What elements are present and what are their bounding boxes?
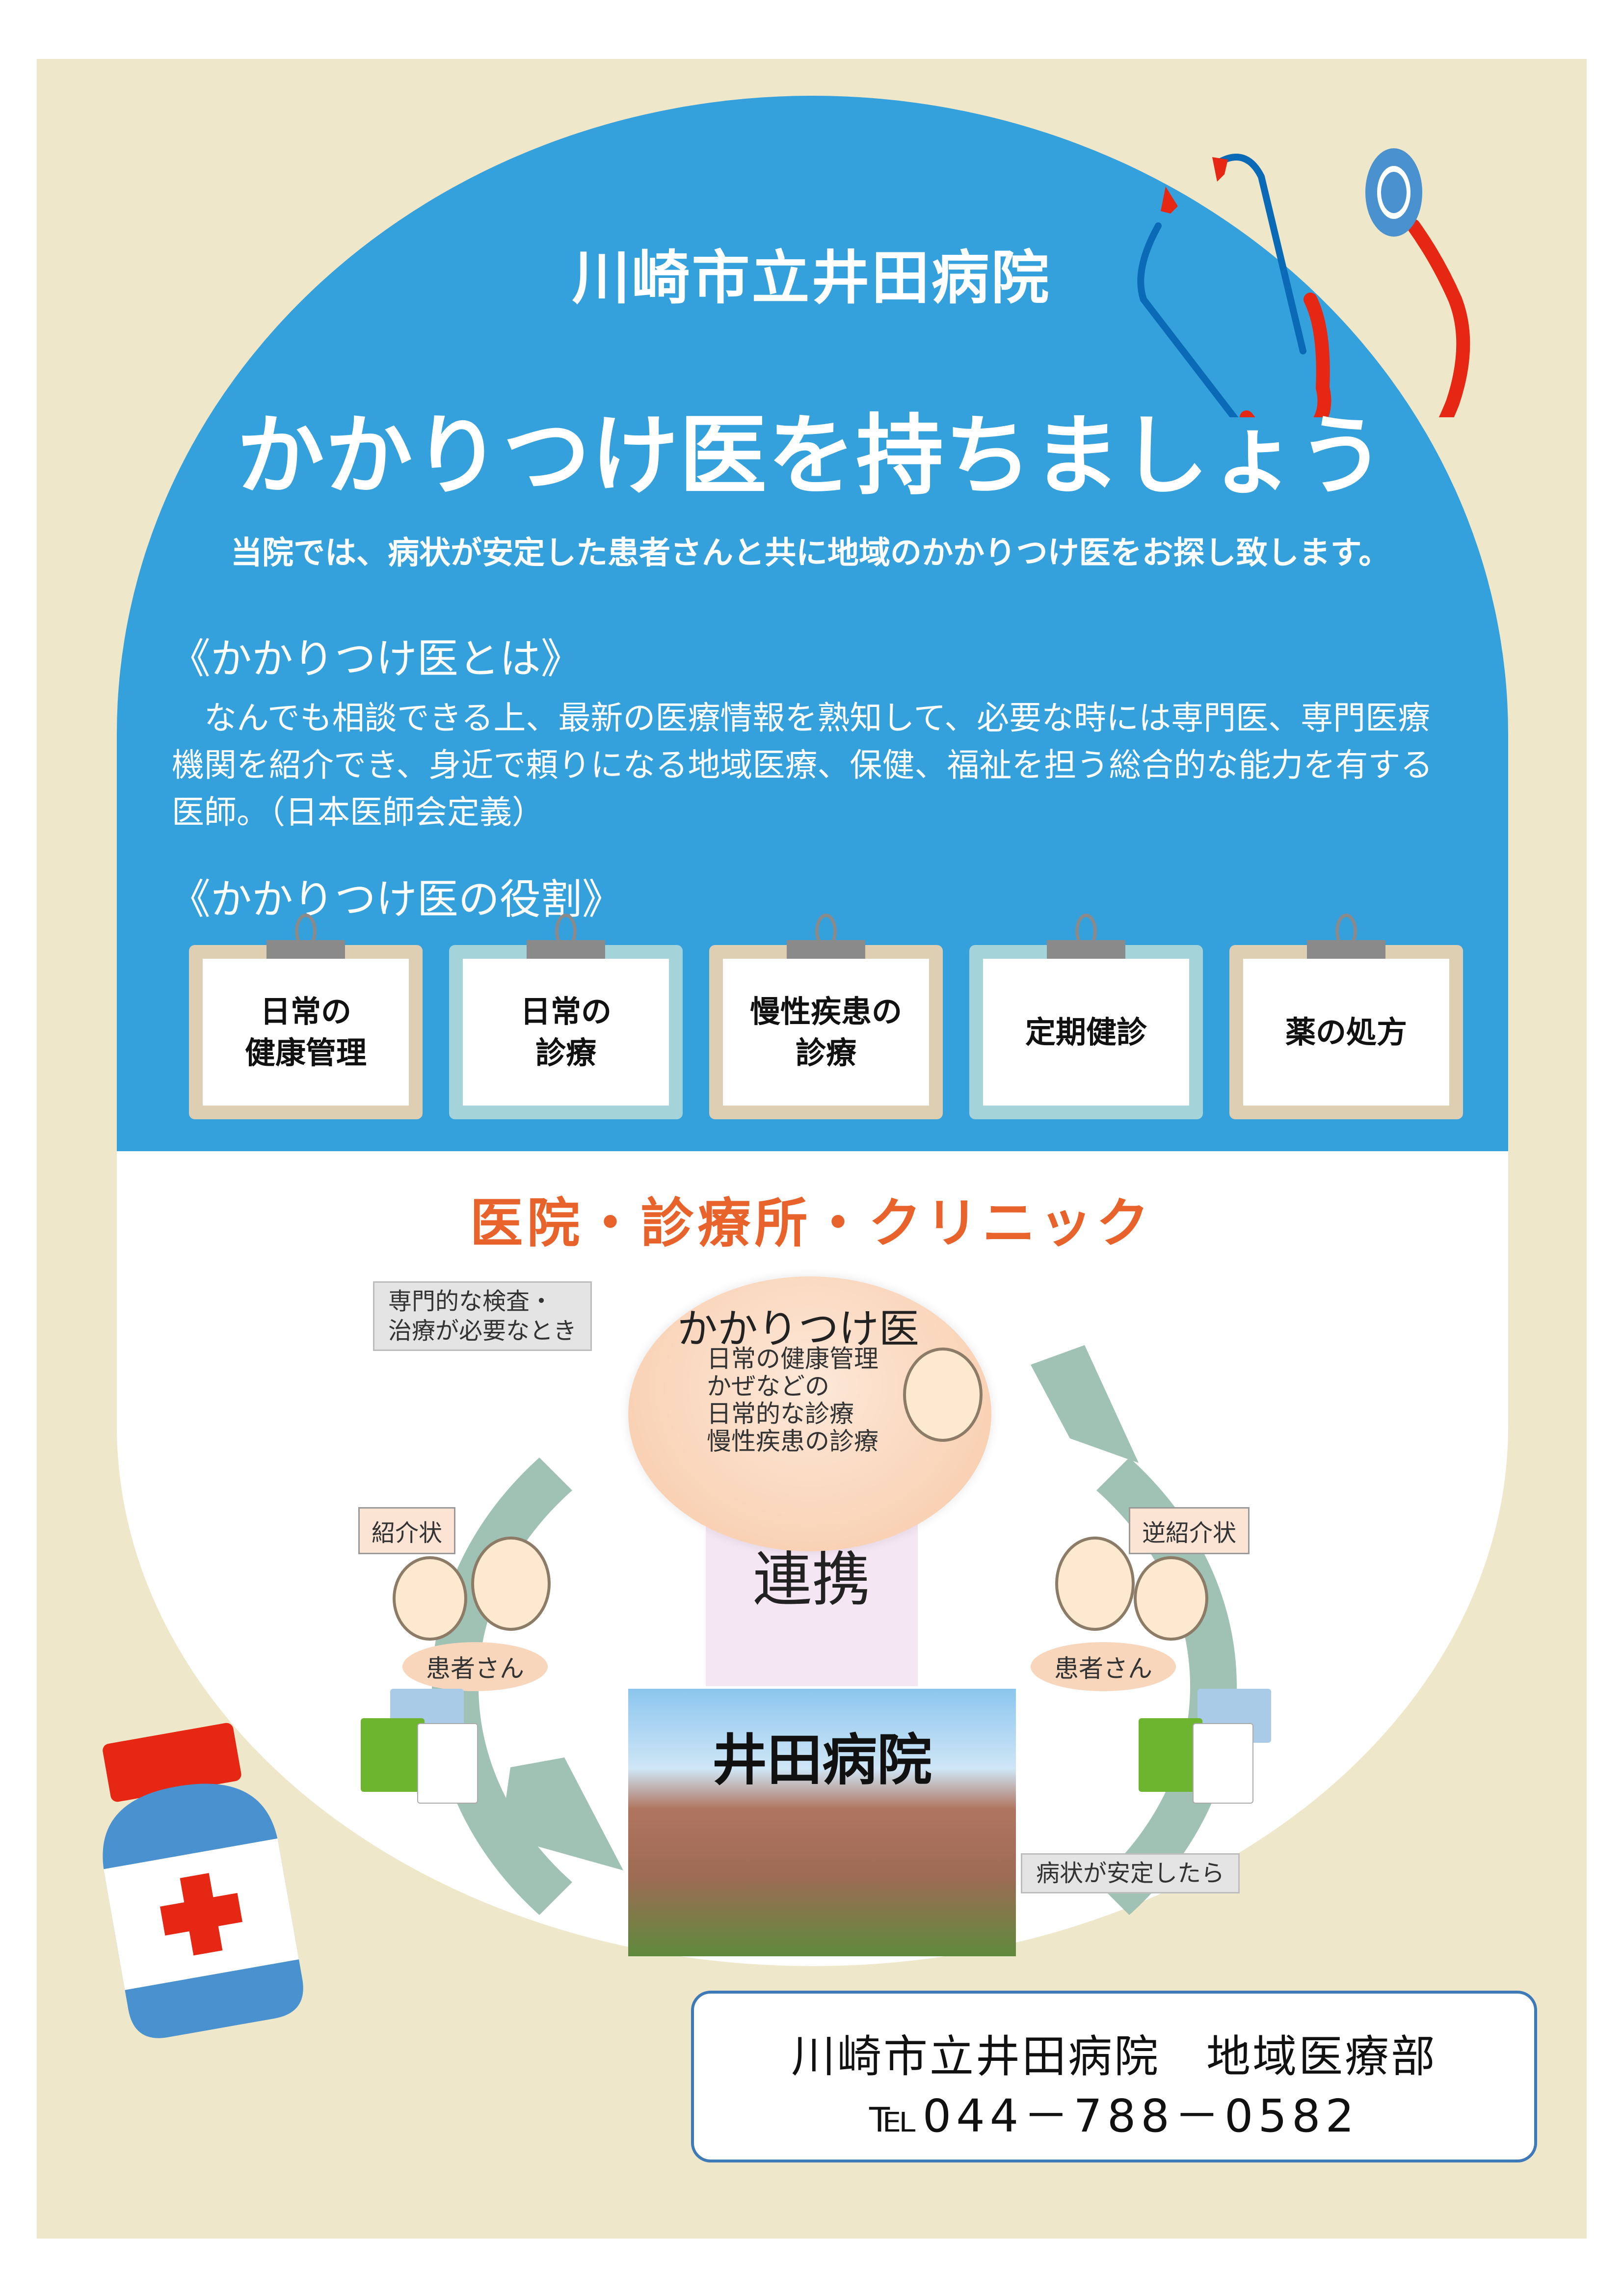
role-card-daily-care: 日常の診療 xyxy=(449,914,683,1119)
stethoscope-icon xyxy=(1137,148,1470,417)
patient-label-right: 患者さん xyxy=(1031,1642,1176,1691)
patient-card-icon xyxy=(1193,1723,1253,1804)
role-card-prescription: 薬の処方 xyxy=(1229,914,1463,1119)
arrow-up-right-icon xyxy=(1031,1345,1139,1463)
patient-woman-illustration xyxy=(1134,1556,1208,1641)
collaboration-label: 連携 xyxy=(753,1546,871,1614)
gp-line: かぜなどの xyxy=(707,1372,829,1401)
role-label: 健康管理 xyxy=(244,1034,367,1071)
specialist-note-line: 治療が必要なとき xyxy=(388,1317,577,1345)
patient-woman-illustration xyxy=(393,1556,467,1641)
role-label: 診療 xyxy=(795,1034,856,1071)
role-label: 薬の処方 xyxy=(1285,1014,1407,1050)
subtitle: 当院では、病状が安定した患者さんと共に地域のかかりつけ医をお探し致します。 xyxy=(231,535,1390,571)
patient-man-illustration xyxy=(471,1537,551,1631)
role-card-checkup: 定期健診 xyxy=(969,914,1203,1119)
gp-line: 日常の健康管理 xyxy=(707,1345,878,1373)
hospital-name: 川崎市立井田病院 xyxy=(572,244,1051,312)
patient-man-illustration xyxy=(1055,1537,1135,1631)
contact-phone[interactable]: ℡044－788－0582 xyxy=(869,2090,1359,2142)
contact-department: 川崎市立井田病院 地域医療部 xyxy=(791,2031,1437,2082)
definition-heading: 《かかりつけ医とは》 xyxy=(169,635,582,683)
medication-notebook-icon xyxy=(1139,1718,1202,1792)
role-card-chronic-care: 慢性疾患の診療 xyxy=(709,914,943,1119)
gp-description: 日常の健康管理 かぜなどの 日常的な診療 慢性疾患の診療 xyxy=(707,1345,878,1455)
patient-label-left: 患者さん xyxy=(402,1642,548,1691)
medication-notebook-icon xyxy=(361,1718,425,1792)
role-label: 日常の xyxy=(260,993,351,1029)
doctor-illustration xyxy=(903,1348,983,1442)
gp-title: かかりつけ医 xyxy=(677,1306,919,1352)
contact-box: 川崎市立井田病院 地域医療部 ℡044－788－0582 xyxy=(691,1991,1537,2162)
stable-condition-note: 病状が安定したら xyxy=(1021,1853,1240,1893)
role-label: 診療 xyxy=(535,1034,596,1071)
reverse-referral-label: 逆紹介状 xyxy=(1129,1507,1250,1554)
gp-line: 日常的な診療 xyxy=(707,1400,854,1428)
patient-card-icon xyxy=(417,1723,478,1804)
hospital-label: 井田病院 xyxy=(712,1729,932,1792)
role-label: 定期健診 xyxy=(1025,1014,1147,1050)
role-label: 慢性疾患の xyxy=(749,993,902,1029)
hospital-building-photo xyxy=(628,1689,1016,1956)
specialist-note-line: 専門的な検査・ xyxy=(388,1288,554,1315)
role-label: 日常の xyxy=(520,993,612,1029)
specialist-note: 専門的な検査・ 治療が必要なとき xyxy=(373,1281,592,1351)
role-card-daily-health: 日常の健康管理 xyxy=(189,914,423,1119)
diagram-title: 医院・診療所・クリニック xyxy=(470,1193,1153,1254)
definition-body: なんでも相談できる上、最新の医療情報を熟知して、必要な時には専門医、専門医療機関… xyxy=(172,699,1433,831)
roles-heading: 《かかりつけ医の役割》 xyxy=(169,875,623,923)
gp-line: 慢性疾患の診療 xyxy=(707,1427,878,1456)
referral-letter-label: 紹介状 xyxy=(358,1507,456,1554)
main-title: かかりつけ医を持ちましょう xyxy=(237,405,1386,507)
medicine-bottle-icon xyxy=(103,1723,303,2038)
arrow-down-right-icon xyxy=(501,1757,623,1870)
